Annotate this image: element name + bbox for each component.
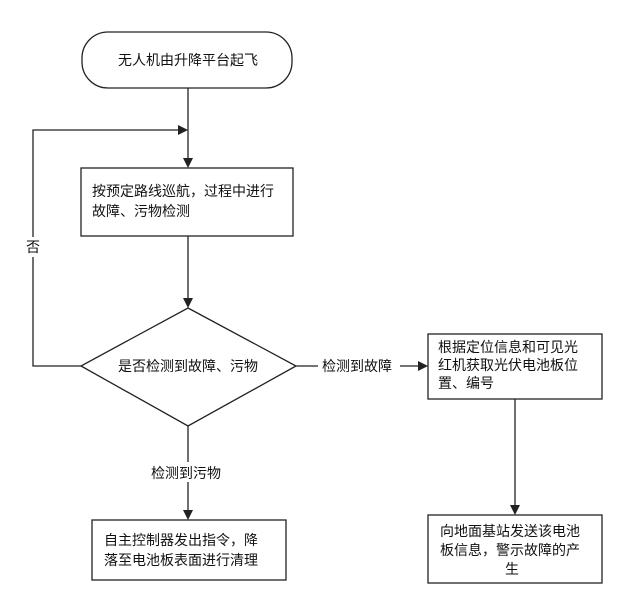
arrowhead-decision [183,298,193,308]
fault-label-bg [318,355,400,375]
start-line-1: 无人机由升降平台起飞 [118,53,258,69]
locate-line-2: 红机获取光伏电池板位 [438,358,578,374]
decision-text: 是否检测到故障、污物 [118,359,258,375]
report-process-box [427,514,603,584]
locate-line-3: 置、编号 [438,376,494,392]
clean-line-2: 落至电池板表面进行清理 [104,553,258,569]
edge-label-fault: 检测到故障 [322,359,392,375]
arrowhead-locate [418,361,428,371]
patrol-process-box [80,167,294,237]
arrowhead-clean [183,510,193,520]
arrowhead-report [510,505,520,515]
decision-line-1: 是否检测到故障、污物 [118,359,258,375]
report-line-1: 向地面基站发送该电池 [440,523,580,540]
locate-process-box [427,333,603,400]
patrol-text: 按预定路线巡航，过程中进行 故障、污物检测 [92,184,278,220]
dirt-label-bg [146,462,232,482]
decision-diamond [79,307,298,427]
report-line-2: 板信息，警示故障的产 [440,542,580,559]
patrol-line-1: 按预定路线巡航，过程中进行 [92,184,274,200]
no-label-bg [24,237,42,257]
locate-line-1: 根据定位信息和可见光 [438,339,578,356]
clean-line-1: 自主控制器发出指令，降 [104,533,258,549]
patrol-line-2: 故障、污物检测 [92,204,190,220]
start-terminal [81,31,293,89]
arrowhead-patrol [183,158,193,168]
arrowhead-loop [178,125,188,135]
edge-label-dirt: 检测到污物 [151,466,221,482]
locate-text: 根据定位信息和可见光 红机获取光伏电池板位 置、编号 [438,339,582,392]
report-line-3: 生 [505,562,519,578]
edge-label-no: 否 [26,240,40,256]
start-text: 无人机由升降平台起飞 [118,53,258,69]
clean-process-box [91,519,287,581]
clean-text: 自主控制器发出指令，降 落至电池板表面进行清理 [104,533,262,569]
report-text: 向地面基站发送该电池 板信息，警示故障的产 生 [440,523,584,578]
